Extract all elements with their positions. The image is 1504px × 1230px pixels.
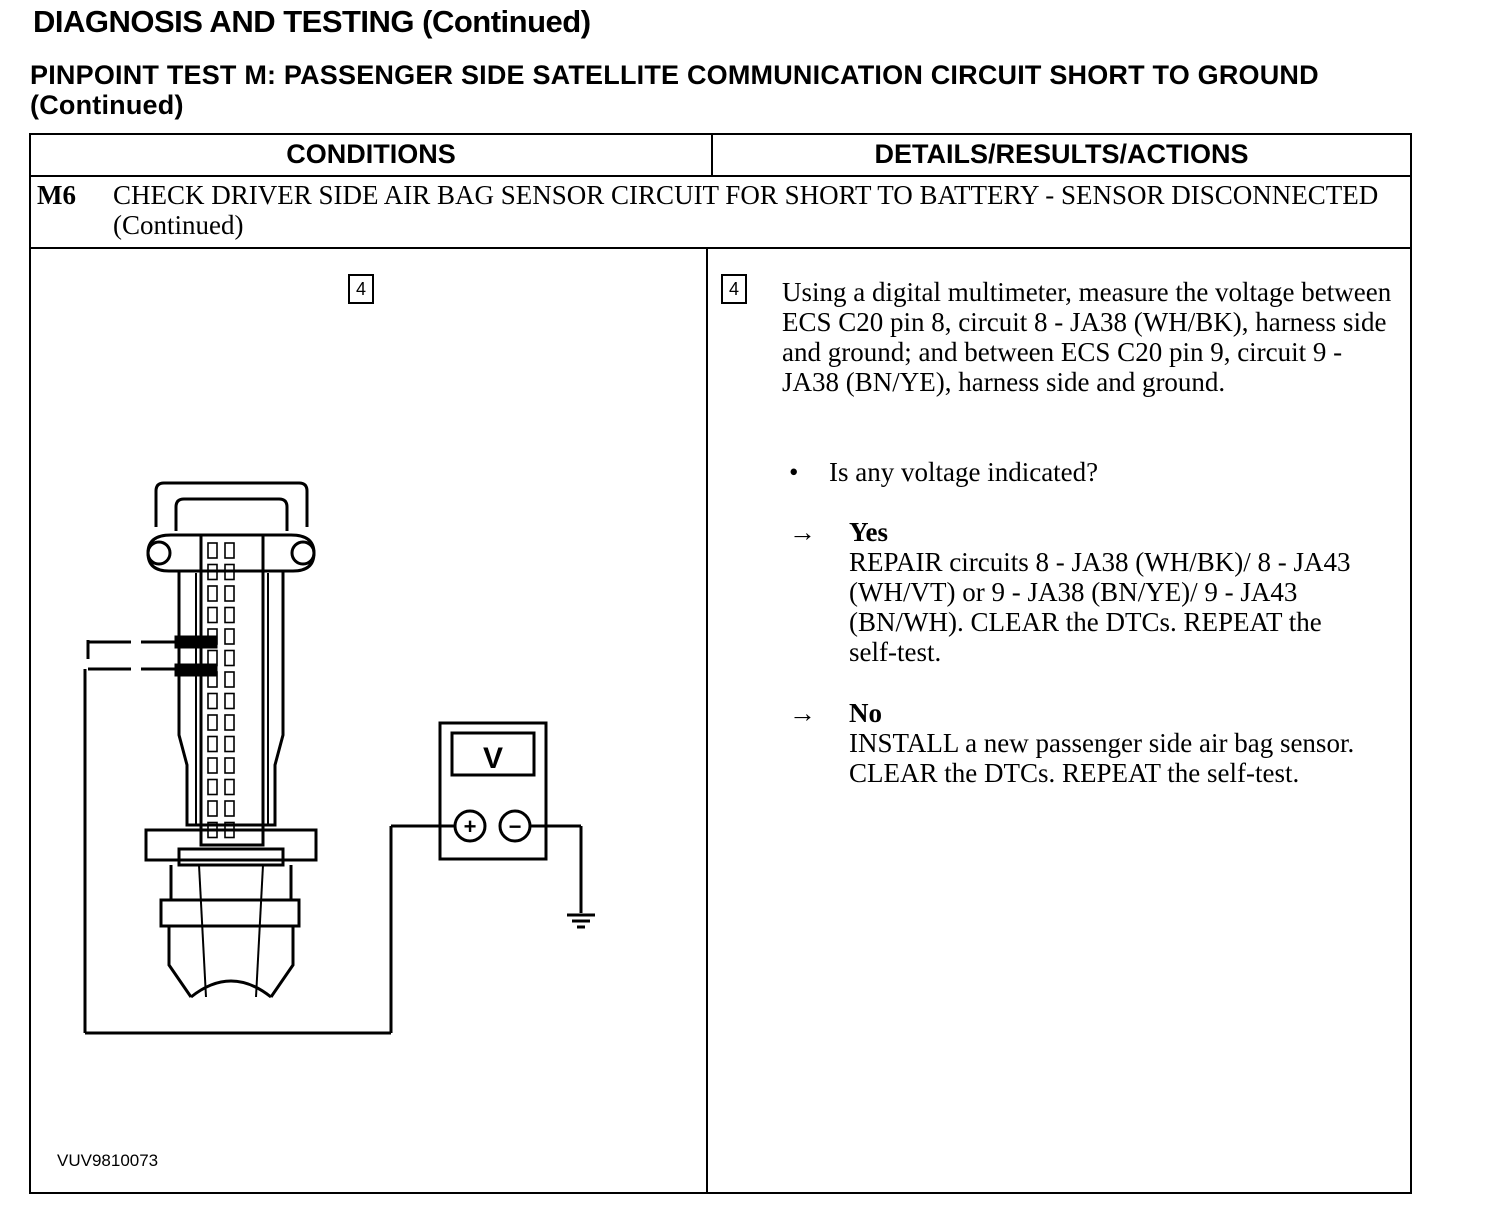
plus-symbol: + — [464, 814, 477, 839]
step-title: CHECK DRIVER SIDE AIR BAG SENSOR CIRCUIT… — [113, 180, 1379, 240]
pin-cavity — [207, 692, 218, 710]
pin-cavity — [207, 800, 218, 817]
pin-cavity — [207, 649, 218, 667]
pin-cavity — [207, 714, 218, 731]
yes-label: Yes — [849, 517, 888, 547]
pin-cavity — [207, 628, 218, 645]
pin-cavity — [207, 735, 218, 753]
pin-cavity — [207, 585, 218, 602]
pin-cavity — [207, 542, 218, 559]
mounting-ear-left — [146, 540, 172, 566]
no-label: No — [849, 698, 882, 728]
figure-code: VUV9810073 — [57, 1151, 159, 1170]
pin-cavity — [224, 778, 235, 796]
substep-number-box: 4 — [348, 274, 374, 304]
pin-cavity — [224, 649, 235, 667]
connector-housing-inner — [174, 497, 289, 531]
minus-symbol: − — [509, 814, 522, 839]
mounting-ear-right — [290, 540, 316, 566]
no-action: INSTALL a new passenger side air bag sen… — [849, 728, 1355, 788]
substep-number-box: 4 — [721, 274, 747, 304]
column-divider — [711, 135, 713, 175]
meter-label: V — [483, 742, 503, 775]
pin-cavity — [224, 671, 235, 688]
yes-result: Yes REPAIR circuits 8 - JA38 (WH/BK)/ 8 … — [849, 517, 1369, 667]
pin-cavity — [224, 628, 235, 645]
pinpoint-test-table: CONDITIONS DETAILS/RESULTS/ACTIONS M6 CH… — [29, 133, 1412, 1194]
conditions-header: CONDITIONS — [286, 139, 456, 169]
pin-cavity — [207, 606, 218, 624]
page-title: DIAGNOSIS AND TESTING (Continued) — [33, 4, 591, 39]
pin-cavity — [207, 757, 218, 774]
details-header: DETAILS/RESULTS/ACTIONS — [874, 139, 1249, 169]
test-title: PINPOINT TEST M: PASSENGER SIDE SATELLIT… — [30, 60, 1319, 120]
bullet: • — [789, 457, 799, 487]
probe-tip-8 — [174, 635, 218, 649]
lock-tab — [177, 847, 285, 867]
lock-flange-lower — [159, 898, 301, 928]
pin-cavity — [207, 563, 218, 581]
plus-terminal — [453, 809, 487, 843]
pin-field — [199, 533, 265, 847]
instruction-text: Using a digital multimeter, measure the … — [782, 277, 1392, 397]
pin-cavity — [224, 585, 235, 602]
pin-cavity — [224, 821, 235, 839]
pin-cavity — [224, 757, 235, 774]
pin-cavity — [224, 735, 235, 753]
yes-arrow-icon: → — [789, 517, 816, 547]
connector-voltage-diagram: V + − — [83, 481, 595, 1035]
connector-housing — [154, 481, 309, 527]
lock-flange-upper — [144, 828, 318, 862]
column-divider — [706, 247, 708, 1192]
probe-tip-9 — [174, 663, 218, 677]
header-row-divider — [31, 175, 1410, 177]
pin-cavity — [224, 800, 235, 817]
pin-cavity — [224, 606, 235, 624]
connector-body — [177, 571, 285, 827]
multimeter — [438, 721, 548, 861]
yes-action: REPAIR circuits 8 - JA38 (WH/BK)/ 8 - JA… — [849, 547, 1351, 667]
pin-cavity — [224, 714, 235, 731]
question-text: Is any voltage indicated? — [829, 457, 1099, 487]
no-arrow-icon: → — [789, 698, 816, 728]
step-id: M6 — [37, 180, 76, 210]
multimeter-display — [450, 731, 536, 777]
step-row-divider — [31, 247, 1410, 249]
pin-cavity — [207, 778, 218, 796]
pin-cavity — [224, 692, 235, 710]
pin-cavity — [207, 671, 218, 688]
pin-cavity — [224, 542, 235, 559]
pin-cavity — [207, 821, 218, 839]
no-result: No INSTALL a new passenger side air bag … — [849, 698, 1369, 788]
pin-cavity — [224, 563, 235, 581]
